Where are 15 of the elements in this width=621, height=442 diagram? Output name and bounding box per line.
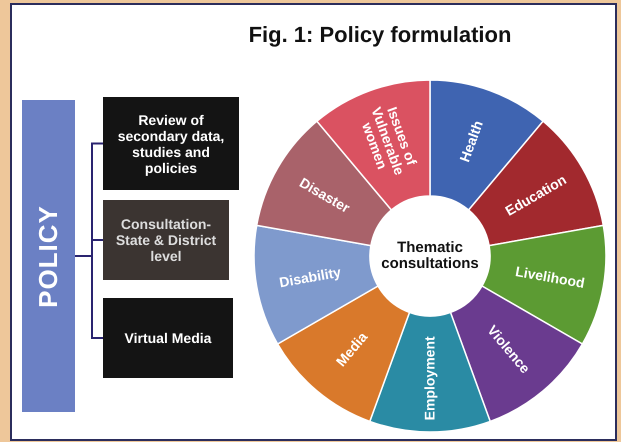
- box-text: Review of secondary data, studies and policies: [116, 112, 226, 176]
- segment-label: Health: [457, 118, 486, 164]
- box-text: Virtual Media: [124, 330, 212, 346]
- segment-label: Employment: [422, 336, 438, 420]
- policy-bar: [22, 100, 75, 412]
- text-box: [103, 200, 229, 280]
- title: Fig. 1: Policy formulation: [248, 22, 512, 48]
- box-text: Consultation- State & District level: [114, 216, 218, 264]
- segment-label: Disability: [278, 264, 342, 290]
- text-box: [103, 97, 239, 190]
- text-box: [103, 298, 233, 378]
- bar-title: POLICY: [33, 204, 64, 308]
- connector-line: [75, 255, 103, 339]
- segment-label: Livelihood: [514, 264, 586, 290]
- center-label: Thematic consultations: [380, 240, 480, 272]
